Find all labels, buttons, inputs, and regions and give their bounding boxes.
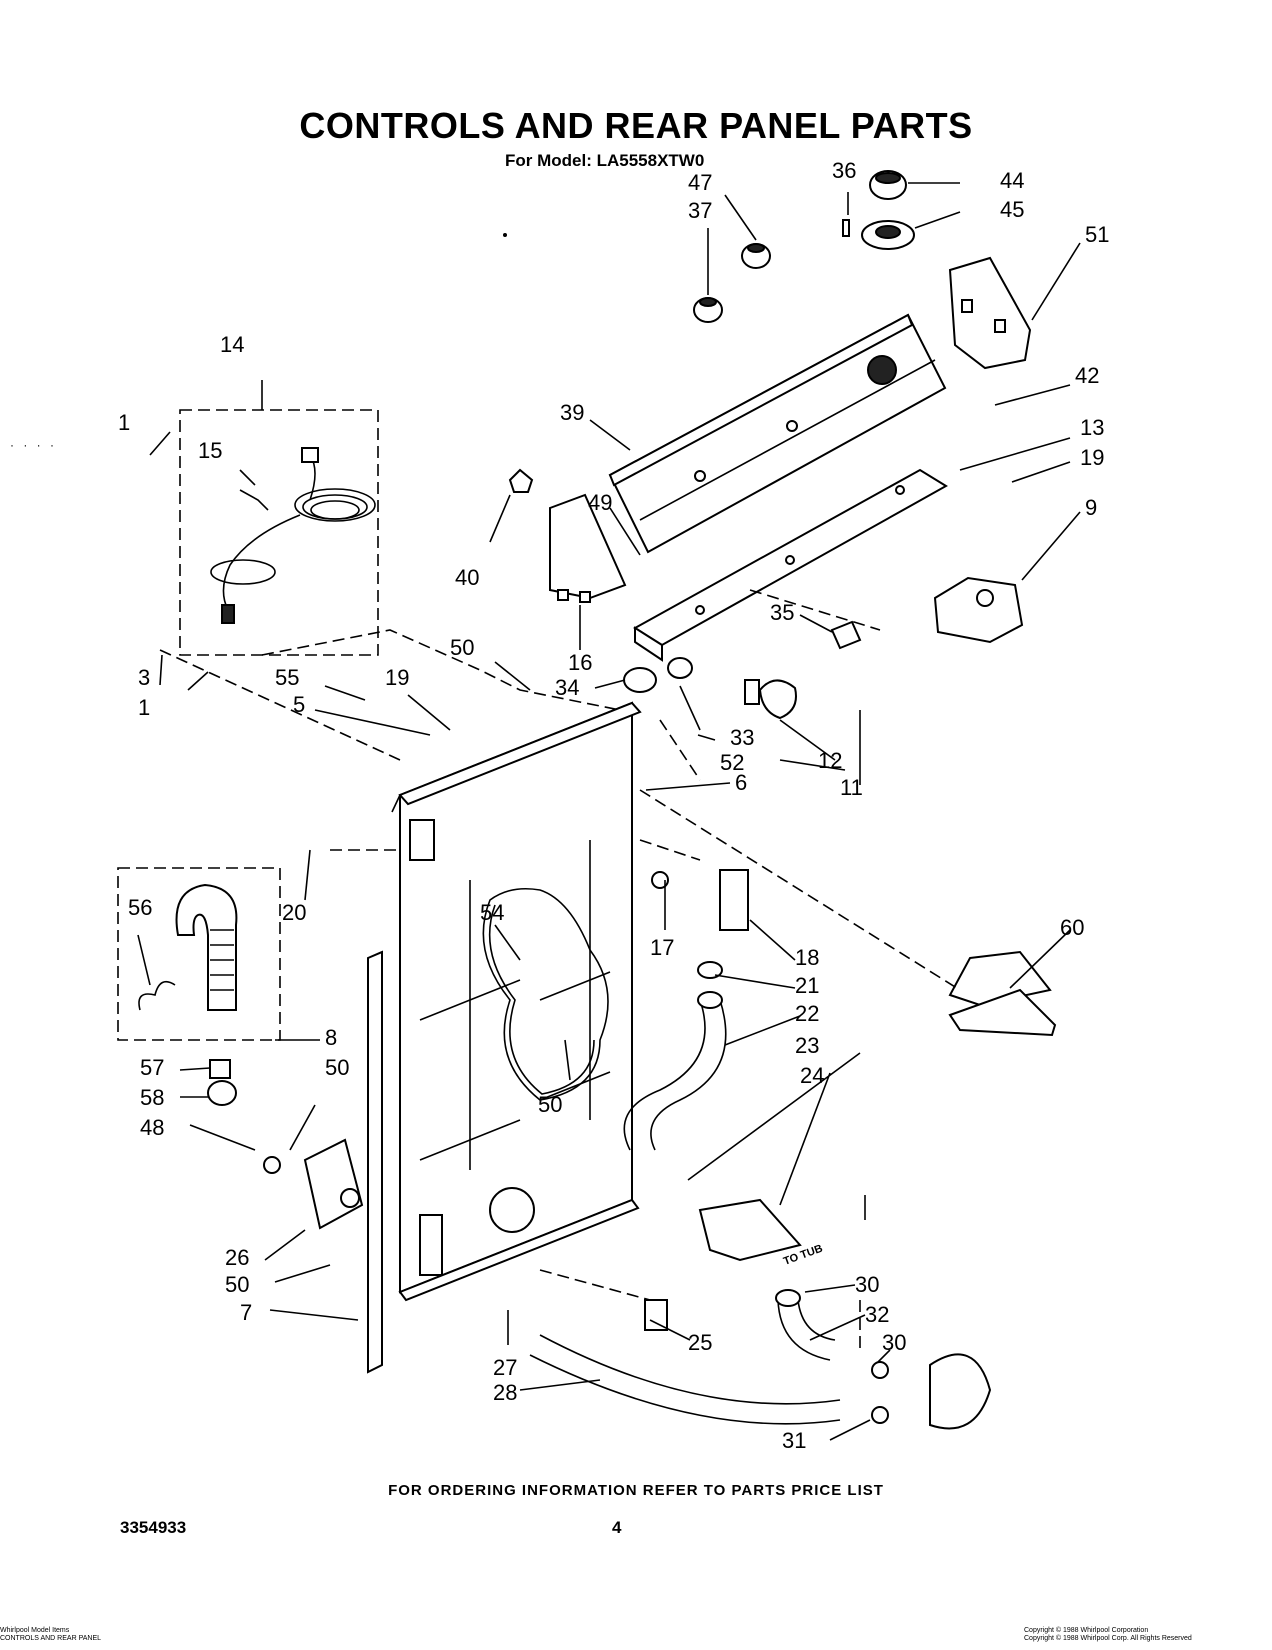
model-number: For Model: LA5558XTW0 [505, 151, 705, 170]
assembly-lines [159, 589, 961, 1350]
callout-label: 37 [688, 198, 712, 223]
document-part-number: 3354933 [120, 1518, 187, 1537]
callout-label: 40 [455, 565, 479, 590]
callout-label: 54 [480, 900, 504, 925]
callout-label: 18 [795, 945, 819, 970]
callout-label: 27 [493, 1355, 517, 1380]
callout-label: 47 [688, 170, 712, 195]
callout-label: 6 [735, 770, 747, 795]
callout-label: 14 [220, 332, 244, 357]
pump-assembly [207, 1059, 668, 1331]
callout-label: 20 [282, 900, 306, 925]
callout-label: 56 [128, 895, 152, 920]
leader-lines [137, 182, 1081, 1441]
fine-print-right: Copyright © 1988 Whirlpool Corporation C… [1024, 1627, 1192, 1642]
callout-label: 12 [818, 748, 842, 773]
drain-hose-kit-box [117, 867, 281, 1041]
rear-panel [391, 701, 642, 1294]
water-level-switch [933, 576, 1024, 644]
callout-label: 1 [118, 410, 130, 435]
callout-label: 60 [1060, 915, 1084, 940]
callout-label: 13 [1080, 415, 1104, 440]
page-title: CONTROLS AND REAR PANEL PARTS [299, 105, 973, 146]
callout-label: 55 [275, 665, 299, 690]
console-knobs [693, 170, 915, 323]
callout-label: 22 [795, 1001, 819, 1026]
power-cord-kit-box [179, 409, 379, 656]
callout-label: 3 [138, 665, 150, 690]
callout-label: 49 [588, 490, 612, 515]
callout-label: 25 [688, 1330, 712, 1355]
callout-label: 16 [568, 650, 592, 675]
callout-label: 32 [865, 1302, 889, 1327]
callout-label: 7 [240, 1300, 252, 1325]
callout-label: 42 [1075, 363, 1099, 388]
callout-label: 51 [1085, 222, 1109, 247]
mounting-bracket [948, 988, 1057, 1037]
callout-label: 26 [225, 1245, 249, 1270]
power-cord [210, 447, 376, 624]
fine-print-left: Whirlpool Model Items CONTROLS AND REAR … [0, 1627, 102, 1642]
callout-label: 8 [325, 1025, 337, 1050]
callout-label: 31 [782, 1428, 806, 1453]
page-number: 4 [612, 1518, 622, 1537]
callout-label: 50 [450, 635, 474, 660]
callout-label: 23 [795, 1033, 819, 1058]
callout-label: 21 [795, 973, 819, 998]
callout-label: 30 [855, 1272, 879, 1297]
timer-assembly [948, 256, 1032, 370]
callout-label: 45 [1000, 197, 1024, 222]
callout-label: 15 [198, 438, 222, 463]
drain-hose [138, 883, 238, 1011]
callout-label: 17 [650, 935, 674, 960]
callout-label: 36 [832, 158, 856, 183]
callout-label: 5 [293, 692, 305, 717]
callout-label: 19 [385, 665, 409, 690]
margin-dots: · · · · [10, 438, 57, 452]
side-trim-strip [367, 950, 383, 1374]
callout-label: 19 [1080, 445, 1104, 470]
ordering-note: FOR ORDERING INFORMATION REFER TO PARTS … [388, 1482, 884, 1499]
callout-label: 9 [1085, 495, 1097, 520]
callout-label: 1 [138, 695, 150, 720]
callout-label: 24 [800, 1063, 824, 1088]
console-end-cap [549, 493, 627, 600]
callout-label: 35 [770, 600, 794, 625]
callout-label: 30 [882, 1330, 906, 1355]
callout-label: 52 [720, 750, 744, 775]
callout-label: 44 [1000, 168, 1024, 193]
callout-label: 58 [140, 1085, 164, 1110]
callout-label: 57 [140, 1055, 164, 1080]
callout-label: 50 [538, 1092, 562, 1117]
callout-label: 11 [840, 775, 863, 800]
callout-label: 34 [555, 675, 579, 700]
callout-label: 48 [140, 1115, 164, 1140]
hoses [529, 991, 992, 1430]
callout-label: 50 [325, 1055, 349, 1080]
control-console [608, 313, 947, 554]
control-bracket [633, 468, 948, 662]
callout-label: 39 [560, 400, 584, 425]
callout-label: 28 [493, 1380, 517, 1405]
callout-label: 50 [225, 1272, 249, 1297]
callout-label: 33 [730, 725, 754, 750]
